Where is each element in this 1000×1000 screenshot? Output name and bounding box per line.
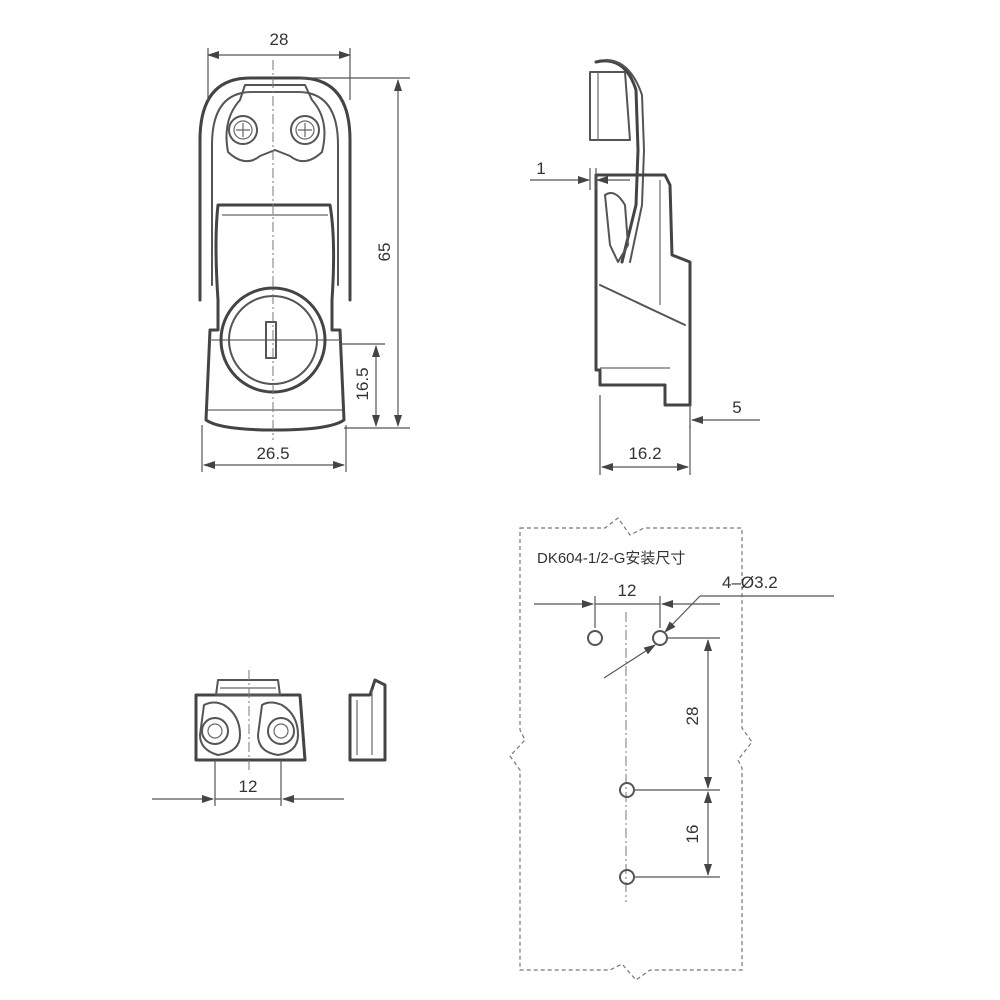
- keeper-hole-right-icon: [267, 717, 295, 745]
- screw-left-icon: [228, 115, 258, 145]
- mounting-diagram: DK604-1/2-G安装尺寸 12 4–Ø3.2 28 16: [509, 517, 834, 981]
- keeper-side: [348, 678, 387, 762]
- side-hasp-arm: [594, 59, 640, 264]
- dim-width-bottom: 26.5: [256, 444, 289, 463]
- side-main-body: [594, 173, 692, 407]
- front-view: 28 65 16.5 26.5: [198, 30, 410, 472]
- hasp-top-plate: [225, 84, 326, 163]
- keeper-hole-left-icon: [201, 717, 229, 745]
- mount-hole-4-icon: [619, 869, 635, 885]
- mounting-plate-outline: [509, 517, 753, 981]
- side-dim-gap: 1: [536, 159, 545, 178]
- hasp-inner-loop: [211, 91, 339, 286]
- mount-hole-1-icon: [587, 630, 603, 646]
- mount-hole-3-icon: [619, 782, 635, 798]
- dim-height-total: 65: [375, 243, 394, 262]
- mount-dim-vertical-upper: 28: [683, 707, 702, 726]
- side-top-block: [589, 71, 631, 141]
- side-dim-offset: 5: [732, 398, 741, 417]
- mount-hole-2-icon: [652, 630, 668, 646]
- keeper-dim-hole-spacing: 12: [239, 777, 258, 796]
- keeper-view: 12: [152, 670, 387, 806]
- mount-dim-hole-spacing: 12: [618, 581, 637, 600]
- mount-hole-callout: 4–Ø3.2: [722, 573, 778, 592]
- latch-body: [204, 203, 346, 432]
- side-view: 1 5 16.2: [530, 59, 760, 475]
- dim-width-top: 28: [270, 30, 289, 49]
- dim-height-lower: 16.5: [353, 367, 372, 400]
- hasp-outer-loop: [198, 76, 352, 302]
- screw-right-icon: [290, 115, 320, 145]
- mount-dim-vertical-lower: 16: [683, 825, 702, 844]
- keeper-body: [194, 693, 307, 762]
- side-dim-depth: 16.2: [628, 444, 661, 463]
- mounting-title: DK604-1/2-G安装尺寸: [537, 550, 685, 567]
